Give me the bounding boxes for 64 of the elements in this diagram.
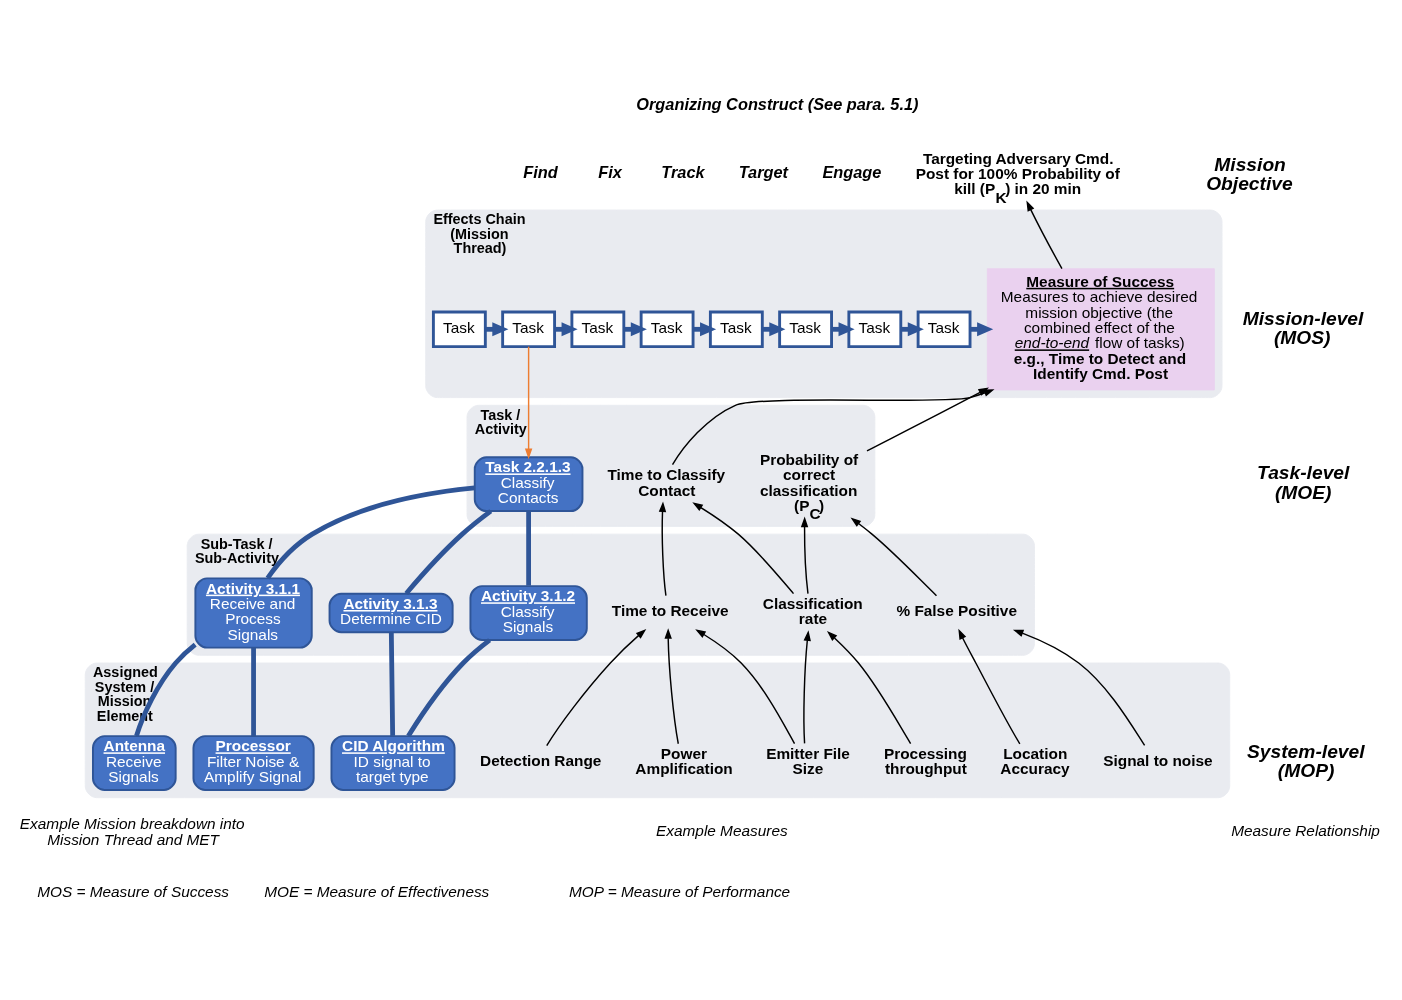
label: Track — [661, 162, 705, 181]
node-text: Location Accuracy — [1000, 744, 1070, 777]
node-text: Emitter File Size — [766, 744, 850, 777]
label: Task-level (MOE) — [1257, 461, 1350, 503]
label: MOP = Measure of Performance — [569, 882, 791, 900]
connector — [526, 510, 531, 586]
node-text: Signal to noise — [1103, 751, 1213, 769]
label: Fix — [598, 162, 622, 181]
arrow — [695, 628, 796, 744]
arrow — [524, 345, 533, 459]
arrow — [692, 501, 795, 594]
node-box: CID Algorithm ID signal to target type — [330, 734, 456, 791]
arrow — [664, 627, 679, 744]
arrow — [800, 516, 809, 594]
label: Organizing Construct (See para. 5.1) — [636, 94, 919, 113]
label: Target — [738, 162, 789, 181]
connector — [265, 485, 475, 579]
connector — [406, 637, 492, 737]
label: Example Measures — [656, 821, 788, 839]
node-text: Time to Receive — [611, 601, 729, 619]
label: Mission Objective — [1206, 153, 1293, 194]
arrow — [803, 629, 811, 744]
node-box: Antenna Receive Signals — [92, 734, 177, 791]
arrow — [866, 387, 989, 452]
node-text: Time to Classify Contact — [607, 465, 726, 498]
label: Measure Relationship — [1231, 821, 1380, 839]
label: MOE = Measure of Effectiveness — [264, 882, 490, 900]
arrow — [850, 517, 938, 596]
node-box: Processor Filter Noise & Amplify Signal — [192, 734, 315, 791]
connector — [251, 647, 256, 736]
node-box: Task — [847, 310, 903, 348]
node-box: Task — [501, 310, 557, 348]
node-box: Task 2.2.1.3 Classify Contacts — [473, 455, 584, 512]
node-text: Processing throughput — [883, 744, 967, 777]
arrow — [1012, 629, 1146, 746]
node-box: Activity 3.1.3 Determine CID — [328, 592, 454, 633]
node-box: Task — [916, 310, 972, 348]
connector — [134, 642, 197, 737]
label: Engage — [822, 162, 882, 181]
arrow — [671, 388, 995, 465]
node-text: % False Positive — [896, 601, 1017, 619]
arrow — [826, 630, 912, 744]
node-text: Classification rate — [762, 594, 863, 627]
label: Mission-level (MOS) — [1242, 307, 1364, 348]
node-box: Task — [708, 310, 764, 348]
label: Example Mission breakdown into Mission Thread and MET — [19, 814, 245, 848]
node-box: Task — [778, 310, 833, 348]
node-box: Activity 3.1.1 Receive and Process Signals — [194, 576, 313, 649]
node-box: Task — [431, 310, 487, 348]
node-text: Power Amplification — [635, 744, 733, 777]
node-box: Task — [639, 310, 695, 348]
arrow — [658, 500, 667, 596]
arrow — [1026, 200, 1063, 269]
label: Find — [523, 162, 558, 181]
label: System-level (MOP) — [1247, 740, 1365, 781]
node-box: Activity 3.1.2 Classify Signals — [469, 584, 588, 641]
connector — [404, 508, 493, 595]
connector — [388, 631, 396, 736]
label: MOS = Measure of Success — [37, 882, 230, 900]
node-text: Detection Range — [480, 751, 602, 769]
arrow — [958, 628, 1021, 744]
node-box: Measure of Success Measures to achieve desired mission objective (the combined effect of the end-to-end flow of tasks) e.g., Time to Detect and Identify Cmd. Post — [986, 267, 1215, 390]
node-box: Task — [570, 310, 626, 348]
arrow — [546, 628, 647, 746]
